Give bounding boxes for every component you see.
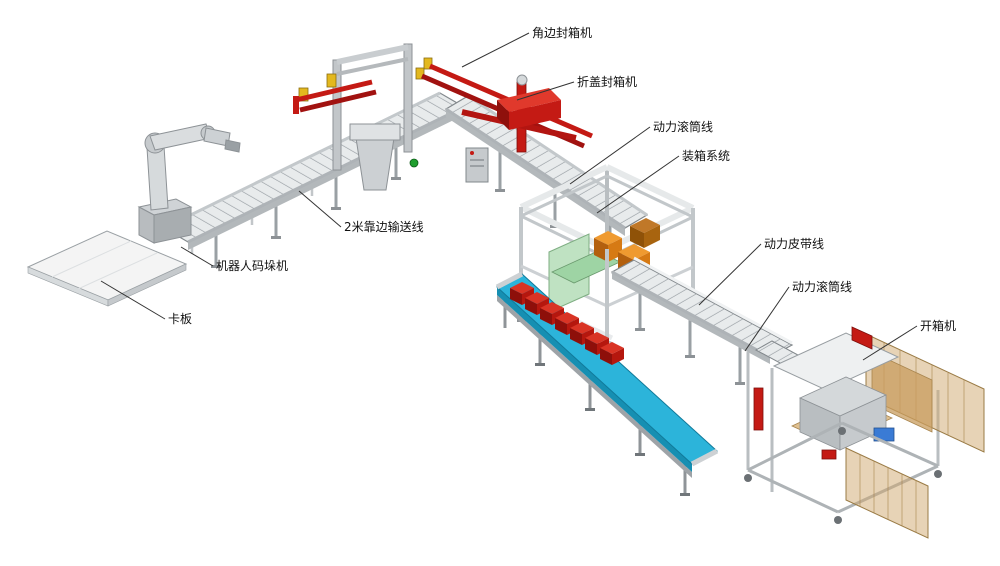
label-case-erector: 开箱机 <box>920 318 956 333</box>
label-roller-line-top: 动力滚筒线 <box>653 119 713 134</box>
callout-flap-sealer: 折盖封箱机 <box>516 74 637 101</box>
belt-side <box>497 287 692 472</box>
edge-conveyor <box>162 91 466 268</box>
label-robot-palletizer: 机器人码垛机 <box>216 258 288 273</box>
yellow-cap <box>326 73 337 88</box>
belt-end-roller-left <box>495 271 524 290</box>
yellow-cap <box>423 57 433 70</box>
red-clamp <box>851 326 873 350</box>
sealer-outfeed-conveyor <box>444 94 649 264</box>
carton-box <box>630 218 660 248</box>
hopper-top <box>349 123 401 141</box>
frame-post-right <box>403 43 413 153</box>
sealer-head-side <box>509 100 561 130</box>
hopper <box>355 137 395 191</box>
callout-case-erector: 开箱机 <box>862 318 956 361</box>
mast-cylinder <box>516 74 528 86</box>
erector-table-top <box>772 332 900 391</box>
red-actuator <box>753 387 764 431</box>
robot-palletizer <box>137 123 241 244</box>
callout-roller-line-right: 动力滚筒线 <box>744 279 852 352</box>
label-roller-line-right: 动力滚筒线 <box>792 279 852 294</box>
power-belt-line <box>495 271 719 496</box>
label-flap-sealer: 折盖封箱机 <box>577 74 637 89</box>
conveyor-rollers <box>446 96 647 228</box>
label-belt-line: 动力皮带线 <box>764 237 824 251</box>
pallet-edge-right <box>107 263 187 307</box>
label-packing-system: 装箱系统 <box>682 148 730 163</box>
sealer-head-top <box>497 88 561 112</box>
belt-frame <box>497 295 692 478</box>
callout-roller-line-top: 动力滚筒线 <box>569 119 713 185</box>
callout-pallet: 卡板 <box>100 280 192 326</box>
erector-body <box>799 376 887 451</box>
red-unit-small <box>821 449 837 460</box>
conveyor-skirt <box>446 109 625 236</box>
label-corner-sealer: 角边封箱机 <box>532 25 592 40</box>
case-erector <box>744 326 985 539</box>
pallet <box>26 230 188 307</box>
power-roller-line-right <box>610 256 794 385</box>
label-edge-conveyor: 2米靠边输送线 <box>344 219 424 234</box>
cabinet-lamp <box>470 151 474 155</box>
control-cabinet <box>465 147 489 183</box>
conveyor-skirt <box>612 272 770 364</box>
sealer-head-front <box>497 100 509 130</box>
callout-robot-palletizer: 机器人码垛机 <box>180 246 288 273</box>
callout-packing-system: 装箱系统 <box>596 148 730 214</box>
start-button <box>409 158 419 168</box>
robot-base-side <box>153 206 192 244</box>
caster-wheels <box>744 427 942 524</box>
red-rail-left-a <box>295 79 373 103</box>
yellow-cap <box>298 87 309 102</box>
conveyor-rollers <box>612 260 792 357</box>
red-rail-left-b <box>299 89 377 113</box>
yellow-cap <box>415 67 425 80</box>
callouts: 角边封箱机 折盖封箱机 动力滚筒线 装箱系统 动力皮带线 动力滚筒线 开箱机 <box>100 25 956 361</box>
callout-belt-line: 动力皮带线 <box>698 237 824 306</box>
lower-guard-panel <box>845 447 929 539</box>
callout-edge-conveyor: 2米靠边输送线 <box>298 190 424 234</box>
label-pallet: 卡板 <box>168 312 192 326</box>
cardboard-stack <box>871 351 933 433</box>
flap-sealer <box>461 74 577 183</box>
callout-corner-sealer: 角边封箱机 <box>461 25 592 68</box>
belt-end-roller-right <box>690 448 719 467</box>
robot-lower-arm <box>146 145 169 211</box>
robot-gripper <box>224 139 241 153</box>
conveyor-skirt <box>188 107 464 250</box>
